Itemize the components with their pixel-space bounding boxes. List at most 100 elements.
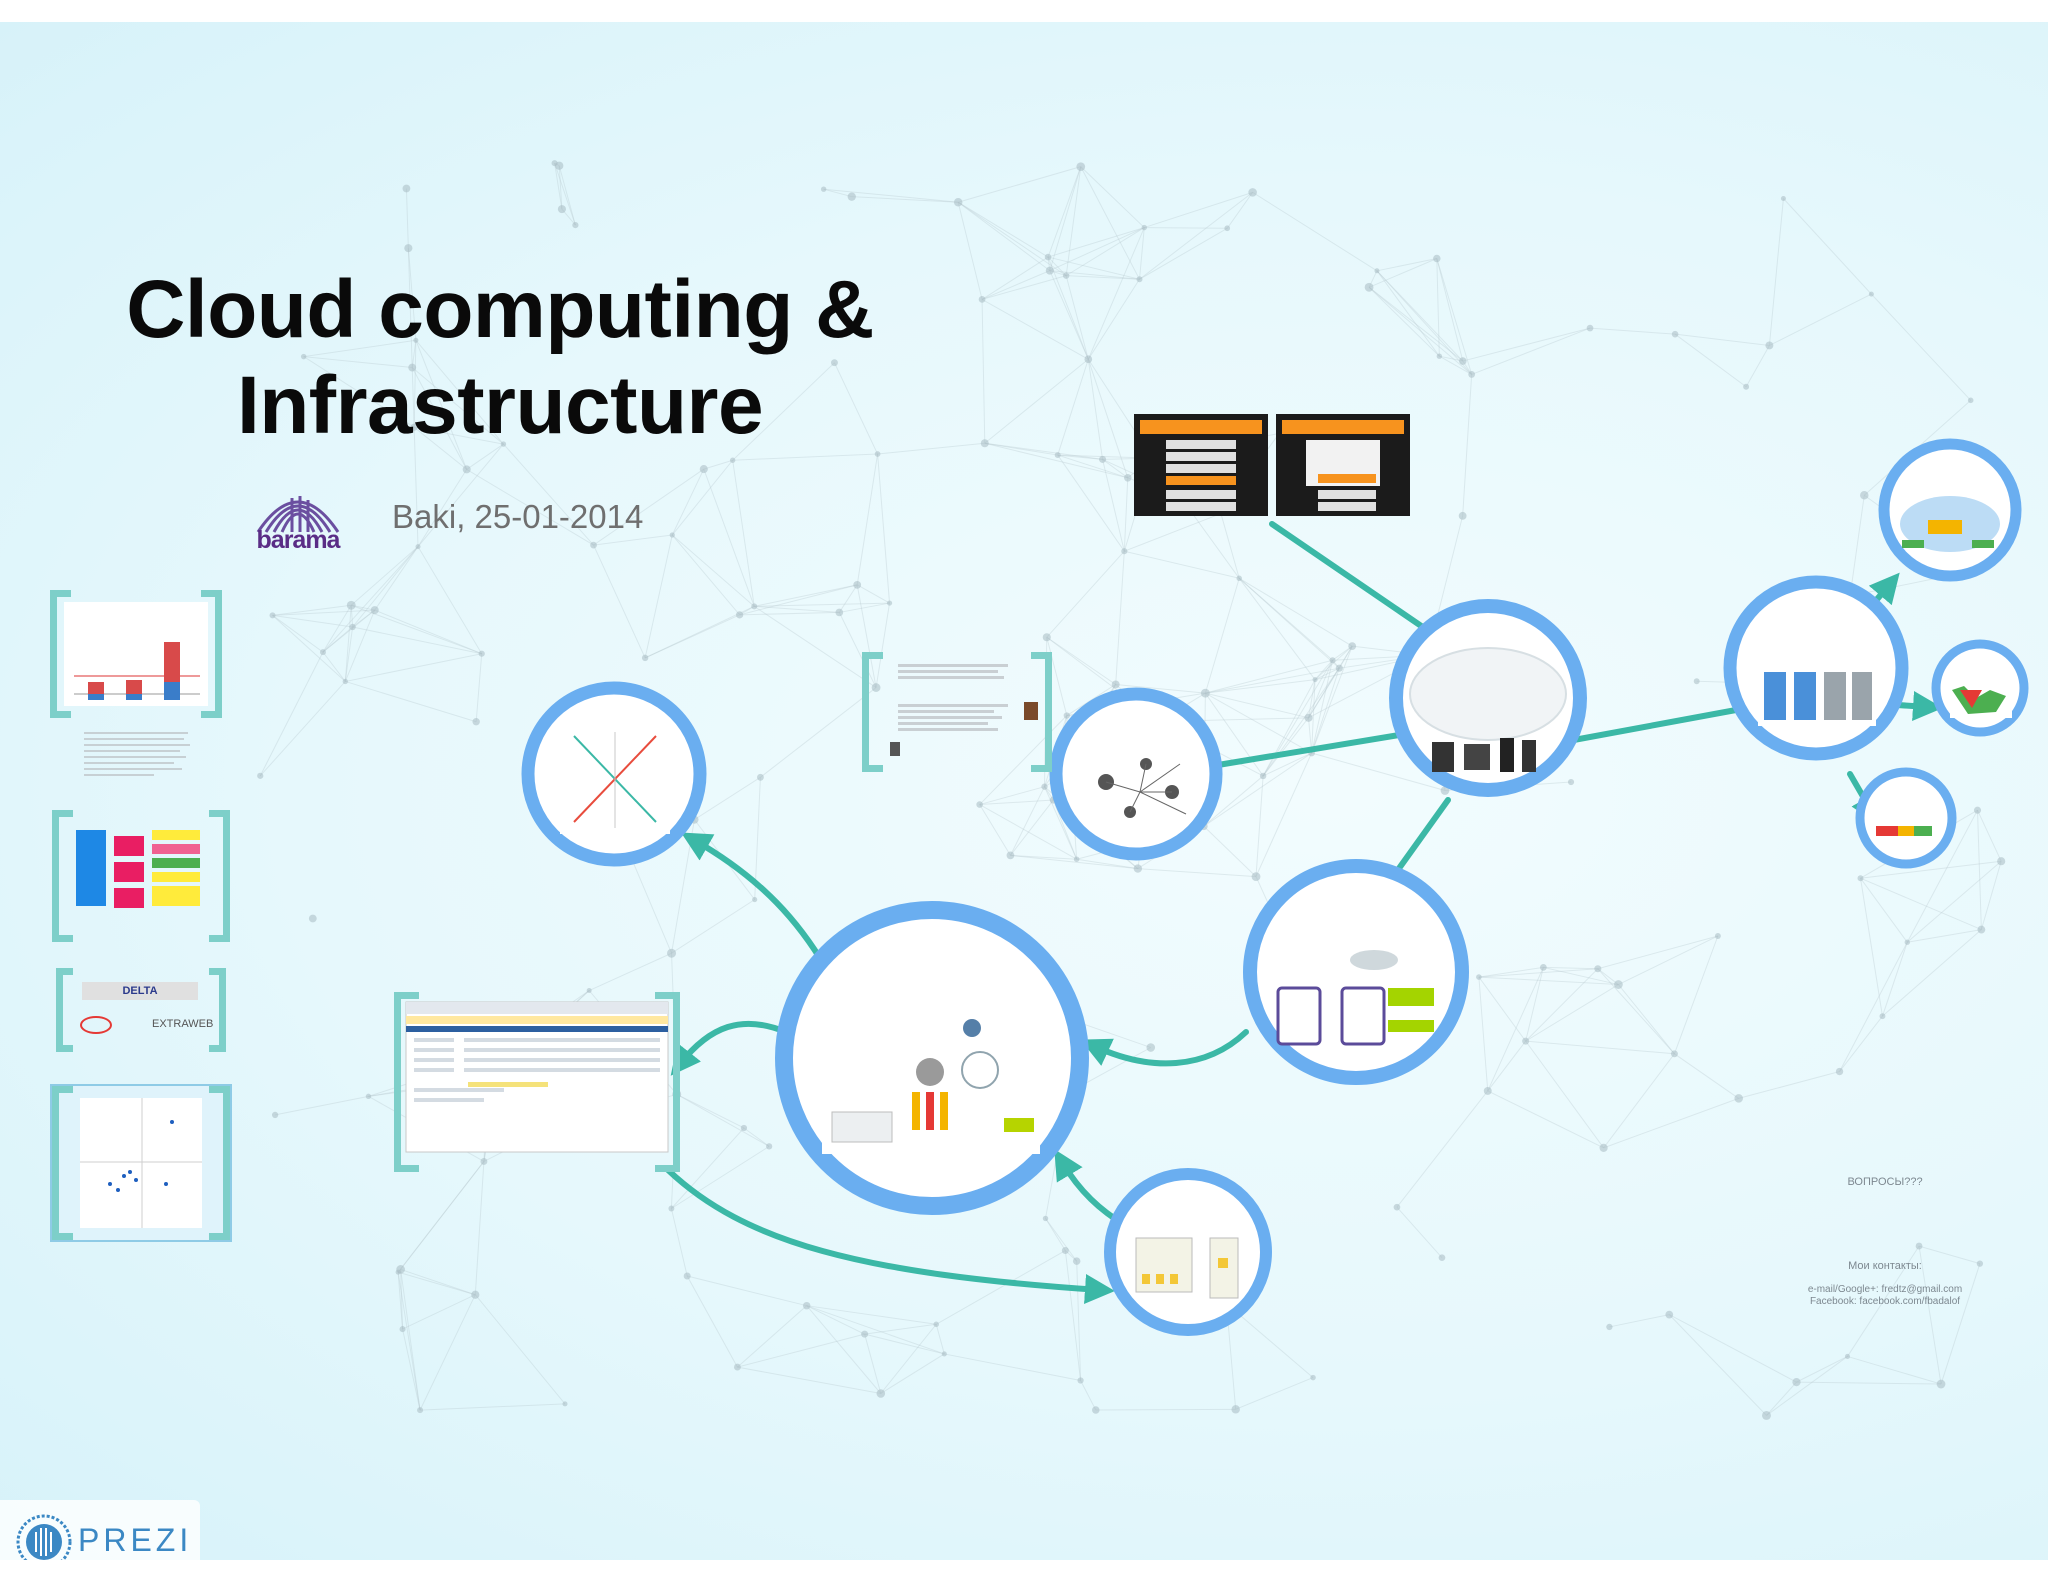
network-line — [1436, 258, 1440, 357]
network-line — [1478, 966, 1544, 978]
network-node — [1121, 548, 1128, 555]
network-node — [1312, 677, 1318, 683]
network-line — [411, 367, 415, 428]
network-line — [1087, 359, 1104, 460]
network-line — [407, 248, 417, 341]
prezi-badge[interactable]: PREZI — [0, 1500, 200, 1560]
network-line — [739, 584, 858, 616]
text-slide-graphic — [890, 664, 1038, 756]
network-line — [466, 443, 504, 470]
prezi-canvas[interactable]: Cloud computing & Infrastructure barama … — [0, 22, 2048, 1560]
network-node — [641, 654, 649, 662]
network-line — [400, 1269, 421, 1411]
network-node — [462, 465, 471, 474]
network-node — [413, 337, 419, 343]
network-node — [1248, 188, 1257, 197]
network-line — [1860, 877, 1982, 931]
network-line — [1205, 692, 1309, 719]
thumb-colored-blocks[interactable] — [52, 810, 230, 942]
network-node — [308, 914, 317, 923]
caption-lines-graphic — [84, 732, 190, 776]
thumb-stack-orange[interactable] — [1134, 414, 1410, 516]
thumb-scatter-quadrant[interactable] — [50, 1084, 232, 1242]
network-line — [671, 1145, 770, 1209]
network-line — [400, 1269, 404, 1330]
network-node — [1539, 963, 1547, 971]
network-diagram — [1098, 758, 1187, 818]
connector-console-to-storage — [665, 1167, 1115, 1304]
network-node — [1483, 1086, 1492, 1095]
thumb-logos[interactable]: DELTA EXTRAWEB — [56, 968, 226, 1052]
network-line — [1139, 191, 1253, 280]
network-node — [699, 465, 708, 474]
bracket-left — [862, 652, 883, 772]
network-line — [415, 340, 468, 470]
stack-slides-graphic — [1134, 414, 1410, 516]
network-line — [1262, 752, 1312, 777]
path-connectors — [521, 438, 2029, 1336]
network-line — [1918, 1246, 1942, 1385]
ring-diagram[interactable] — [1243, 859, 1469, 1085]
network-node — [980, 439, 989, 448]
network-line — [1338, 645, 1353, 669]
prezi-wordmark: PREZI — [78, 1522, 193, 1558]
network-node — [1393, 1203, 1401, 1211]
network-node — [1259, 772, 1267, 780]
network-line — [737, 1366, 881, 1394]
network-line — [703, 459, 733, 470]
network-line — [1906, 809, 1978, 943]
ring-pyramid[interactable] — [1855, 767, 1957, 869]
barama-logo-mark — [256, 496, 340, 533]
bracket-left — [52, 1086, 73, 1240]
thumb-console-screenshot[interactable] — [394, 992, 680, 1172]
network-line — [957, 201, 1049, 258]
network-line — [1860, 860, 2002, 879]
network-node — [1586, 324, 1594, 332]
network-node — [1133, 864, 1143, 873]
extraweb-logo: EXTRAWEB — [152, 1018, 214, 1030]
network-line — [1487, 967, 1544, 1092]
network-line — [823, 188, 852, 198]
network-line — [475, 653, 483, 722]
network-line — [1238, 577, 1333, 661]
network-node — [1459, 357, 1467, 365]
network-line — [1525, 967, 1544, 1042]
title-line-2: Infrastructure — [236, 360, 764, 451]
network-node — [861, 1330, 869, 1338]
presentation-title[interactable]: Cloud computing & Infrastructure — [100, 262, 900, 454]
network-line — [1087, 279, 1140, 360]
center-architecture — [822, 1004, 1040, 1154]
network-node — [1458, 511, 1467, 520]
network-line — [1839, 942, 1908, 1072]
network-node — [365, 1093, 372, 1100]
network-line — [1314, 659, 1333, 680]
network-line — [838, 612, 877, 688]
network-line — [1115, 551, 1125, 685]
network-line — [1203, 825, 1257, 877]
thumb-bar-chart[interactable] — [50, 590, 222, 718]
network-line — [411, 367, 468, 470]
network-line — [753, 605, 877, 688]
network-node — [410, 423, 418, 431]
network-line — [1368, 258, 1438, 288]
network-line — [554, 163, 563, 210]
network-line — [352, 626, 482, 655]
network-line — [1205, 692, 1312, 754]
network-line — [322, 651, 346, 682]
network-node — [1073, 856, 1080, 862]
network-line — [413, 427, 419, 547]
network-line — [1977, 810, 1982, 930]
network-line — [1603, 1053, 1675, 1149]
network-line — [275, 1095, 369, 1116]
network-node — [1976, 1260, 1984, 1267]
network-node — [1665, 1310, 1674, 1319]
network-line — [1226, 192, 1254, 229]
network-node — [669, 532, 675, 538]
thumb-text-slide[interactable] — [862, 652, 1052, 772]
network-line — [834, 362, 879, 455]
ring-network[interactable] — [1049, 687, 1223, 861]
network-node — [1714, 933, 1721, 939]
network-node — [1041, 783, 1048, 790]
network-line — [644, 614, 740, 659]
pyramid-thumbnail — [1876, 826, 1932, 836]
